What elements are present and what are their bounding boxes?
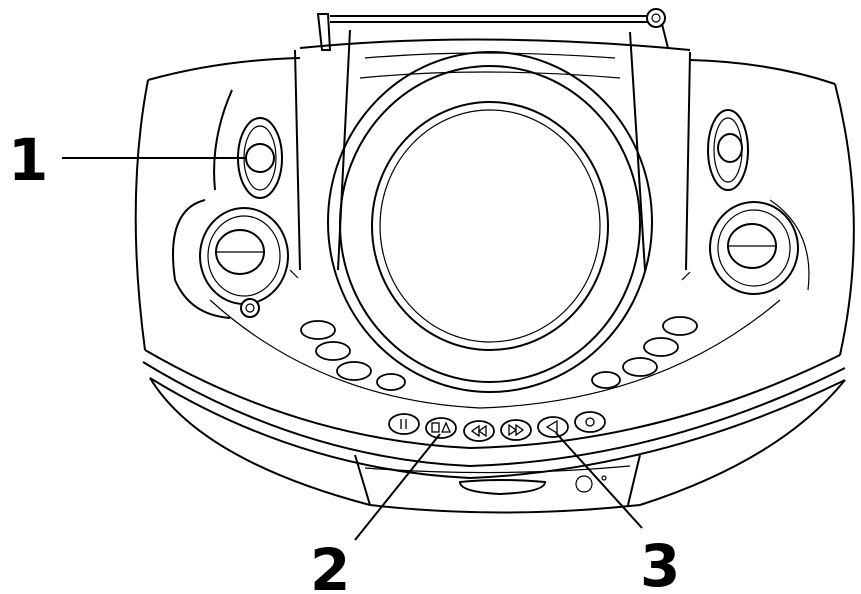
function-button[interactable] xyxy=(622,357,658,377)
headphone-jack[interactable] xyxy=(240,298,260,318)
rewind-icon xyxy=(470,424,487,438)
antenna xyxy=(316,8,669,51)
fast-forward-icon xyxy=(508,423,525,437)
pause-button[interactable] xyxy=(388,413,420,435)
cd-lid xyxy=(327,51,653,393)
play-button[interactable] xyxy=(537,416,569,438)
right-knob[interactable] xyxy=(707,109,749,191)
left-function-buttons xyxy=(300,320,406,391)
transport-buttons xyxy=(388,411,606,442)
left-side-recess xyxy=(172,89,233,319)
callout-1-label: 1 xyxy=(8,126,48,194)
right-function-buttons xyxy=(591,316,698,389)
right-speaker-knob[interactable] xyxy=(709,199,810,295)
record-button[interactable] xyxy=(574,411,606,433)
function-button[interactable] xyxy=(591,371,621,389)
stop-eject-button[interactable] xyxy=(425,417,457,439)
boombox-body xyxy=(134,29,855,514)
fast-forward-button[interactable] xyxy=(500,419,532,441)
left-speaker-knob[interactable] xyxy=(199,207,289,305)
function-button[interactable] xyxy=(662,316,698,336)
left-knob-1[interactable] xyxy=(237,117,283,199)
callout-3-leader xyxy=(555,432,643,529)
callout-3-label: 3 xyxy=(640,532,680,594)
record-icon xyxy=(585,417,595,427)
function-button[interactable] xyxy=(376,373,406,391)
function-button[interactable] xyxy=(300,320,336,340)
callout-2-leader xyxy=(354,433,441,541)
function-button[interactable] xyxy=(643,337,679,357)
function-button[interactable] xyxy=(315,341,351,361)
play-icon xyxy=(545,419,558,435)
rewind-button[interactable] xyxy=(463,420,495,442)
callout-2-label: 2 xyxy=(310,536,350,594)
callout-leaders xyxy=(62,157,643,541)
stop-eject-icon xyxy=(431,421,452,433)
function-button[interactable] xyxy=(336,361,372,381)
pause-icon xyxy=(400,419,407,429)
